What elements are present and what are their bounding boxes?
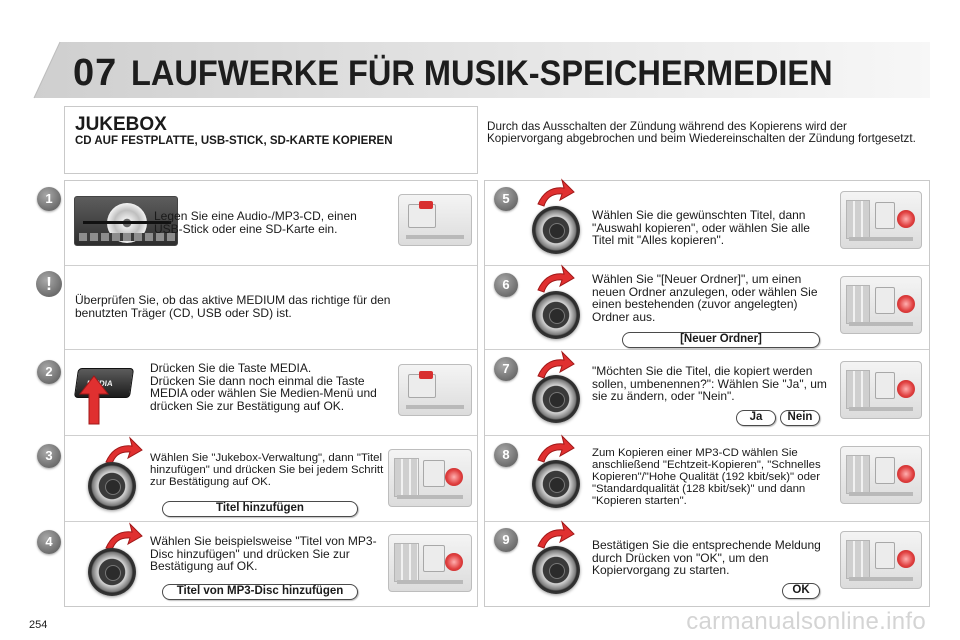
step-2-text: Drücken Sie die Taste MEDIA. Drücken Sie… xyxy=(150,361,377,413)
press-arrow-icon xyxy=(78,375,110,425)
step-7-text: "Möchten Sie die Titel, die kopiert werd… xyxy=(592,364,827,404)
rotate-arrow-icon xyxy=(537,264,575,293)
device-panel-icon xyxy=(840,276,922,334)
step-badge-3: 3 xyxy=(37,444,61,468)
rotary-knob-icon xyxy=(532,291,580,339)
step-3-text: Wählen Sie "Jukebox-Verwaltung", dann "T… xyxy=(150,452,384,488)
step-badge-2: 2 xyxy=(37,360,61,384)
step-badge-6: 6 xyxy=(494,273,518,297)
rotate-arrow-icon xyxy=(105,436,143,465)
chapter-number: 07 xyxy=(73,52,118,94)
step-badge-7: 7 xyxy=(494,357,518,381)
step-6-text: Wählen Sie "[Neuer Ordner]", um einen ne… xyxy=(592,272,818,324)
device-panel-icon xyxy=(388,534,472,592)
section-title: JUKEBOX xyxy=(75,114,167,135)
step-4-text: Wählen Sie beispielsweise "Titel von MP3… xyxy=(150,534,377,574)
intro-panel xyxy=(64,106,478,174)
device-panel-icon xyxy=(388,449,472,507)
device-panel-icon xyxy=(840,531,922,589)
warning-text: Überprüfen Sie, ob das aktive MEDIUM das… xyxy=(75,293,391,320)
menu-item-titel-von-mp3-disc[interactable]: Titel von MP3-Disc hinzufügen xyxy=(162,584,358,600)
page-number: 254 xyxy=(29,619,48,631)
rotate-arrow-icon xyxy=(537,520,575,549)
step-badge-9: 9 xyxy=(494,528,518,552)
step-8-text: Zum Kopieren einer MP3-CD wählen Sie ans… xyxy=(592,447,821,507)
step-5-text: Wählen Sie die gewünschten Titel, dann "… xyxy=(592,208,810,248)
warning-icon: ! xyxy=(36,271,62,297)
rotary-knob-icon xyxy=(88,548,136,596)
step-badge-1: 1 xyxy=(37,187,61,211)
rotary-knob-icon xyxy=(532,206,580,254)
watermark: carmanualsonline.info xyxy=(686,608,926,635)
device-panel-icon xyxy=(840,191,922,249)
rotary-knob-icon xyxy=(88,462,136,510)
step-1-text: Legen Sie eine Audio-/MP3-CD, einen USB-… xyxy=(154,209,357,236)
rotate-arrow-icon xyxy=(537,350,575,379)
cd-slot-photo xyxy=(74,196,178,246)
rotary-knob-icon xyxy=(532,546,580,594)
option-nein-button[interactable]: Nein xyxy=(780,410,820,426)
menu-item-neuer-ordner[interactable]: [Neuer Ordner] xyxy=(622,332,820,348)
step-badge-8: 8 xyxy=(494,443,518,467)
step-badge-4: 4 xyxy=(37,530,61,554)
menu-item-titel-hinzufuegen[interactable]: Titel hinzufügen xyxy=(162,501,358,517)
device-panel-icon xyxy=(398,364,472,416)
rotary-knob-icon xyxy=(532,460,580,508)
rotary-knob-icon xyxy=(532,375,580,423)
step-9-text: Bestätigen Sie die entsprechende Meldung… xyxy=(592,538,821,578)
option-ja-button[interactable]: Ja xyxy=(736,410,776,426)
step-badge-5: 5 xyxy=(494,187,518,211)
section-note: Durch das Ausschalten der Zündung währen… xyxy=(487,120,916,146)
rotate-arrow-icon xyxy=(537,178,575,207)
device-panel-icon xyxy=(398,194,472,246)
rotate-arrow-icon xyxy=(537,434,575,463)
device-panel-icon xyxy=(840,446,922,504)
header-band xyxy=(33,41,930,99)
rotate-arrow-icon xyxy=(105,522,143,551)
page-title: LAUFWERKE FÜR MUSIK-SPEICHERMEDIEN xyxy=(131,54,833,93)
section-subtitle: CD AUF FESTPLATTE, USB-STICK, SD-KARTE K… xyxy=(75,135,393,147)
device-panel-icon xyxy=(840,361,922,419)
ok-button[interactable]: OK xyxy=(782,583,820,599)
